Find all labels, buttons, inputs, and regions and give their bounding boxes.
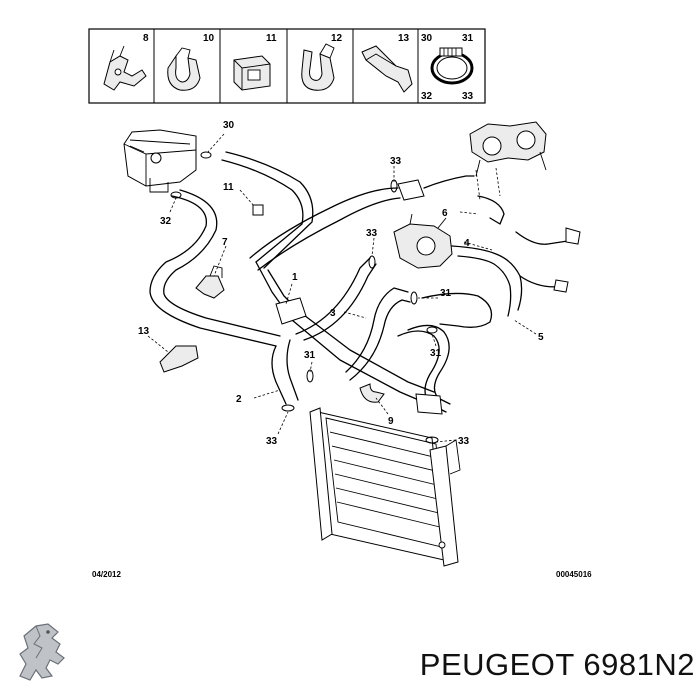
clamp-31-center bbox=[306, 369, 314, 383]
part-11 bbox=[252, 204, 264, 216]
hose-1-lower bbox=[255, 261, 429, 405]
clamp-33-bottom-right bbox=[425, 436, 439, 444]
callout-3: 3 bbox=[330, 308, 336, 319]
heater-pipe-end-lower bbox=[553, 279, 569, 293]
brand-part-number: PEUGEOT 6981N2 bbox=[419, 647, 695, 682]
callout-11: 11 bbox=[223, 182, 234, 193]
callout-32: 32 bbox=[160, 216, 172, 227]
hose-2 bbox=[271, 345, 287, 405]
bracket-13-icon bbox=[361, 45, 413, 93]
callout-31-right-top: 31 bbox=[440, 288, 452, 299]
expansion-tank bbox=[123, 129, 197, 193]
legend-number-11: 11 bbox=[266, 33, 277, 44]
hose-3 bbox=[295, 257, 371, 335]
hose-radiator-outlet bbox=[415, 393, 443, 415]
callout-4: 4 bbox=[464, 238, 470, 249]
callout-6: 6 bbox=[442, 208, 448, 219]
footer-date: 04/2012 bbox=[92, 570, 121, 579]
legend-number-33: 33 bbox=[462, 91, 474, 102]
legend-number-12: 12 bbox=[331, 33, 343, 44]
legend-cell-10: 10 bbox=[167, 33, 215, 91]
hose-31-bottom-edge bbox=[407, 324, 451, 405]
callout-31-center: 31 bbox=[304, 350, 316, 361]
callout-30: 30 bbox=[223, 120, 235, 131]
clamp-31-right-top bbox=[410, 291, 418, 305]
hose-1-upper-edge bbox=[257, 197, 401, 271]
connector-33-top bbox=[397, 179, 425, 201]
hose-31-bottom bbox=[397, 330, 447, 413]
clip-10-icon bbox=[167, 47, 201, 91]
hose-3-lower bbox=[345, 287, 409, 373]
hose-4-5 bbox=[451, 245, 523, 311]
hose-31-loop bbox=[421, 292, 493, 328]
legend-number-31: 31 bbox=[462, 33, 474, 44]
heater-pipe-end-upper bbox=[565, 227, 581, 245]
callout-9: 9 bbox=[388, 416, 394, 427]
callout-13: 13 bbox=[138, 326, 150, 337]
bracket-7 bbox=[195, 265, 225, 299]
legend-cell-8: 8 bbox=[103, 33, 149, 91]
cooling-system-drawing: 30 11 32 7 1 13 2 33 31 9 33 3 33 33 6 4… bbox=[123, 120, 581, 567]
hose-1-lower-edge bbox=[267, 269, 435, 393]
hose-30-edge bbox=[225, 151, 314, 269]
clamp-30 bbox=[200, 151, 212, 159]
hose-32-edge bbox=[163, 189, 281, 337]
hose-4-5-edge bbox=[457, 255, 512, 317]
hose-2-edge bbox=[286, 339, 299, 401]
legend-cell-11: 11 bbox=[233, 33, 277, 91]
clamp-33-bottom-left bbox=[281, 404, 295, 412]
legend-number-32: 32 bbox=[421, 91, 433, 102]
footer-reference: 00045016 bbox=[556, 570, 592, 579]
legend-number-10: 10 bbox=[203, 33, 215, 44]
hose-32 bbox=[149, 195, 277, 347]
clamp-31-right-bottom bbox=[426, 326, 438, 334]
legend-cell-13: 13 bbox=[361, 33, 413, 93]
callout-1: 1 bbox=[292, 272, 298, 283]
callout-7: 7 bbox=[222, 237, 228, 248]
callout-31-right-bottom: 31 bbox=[430, 348, 442, 359]
hose-1-junction bbox=[275, 297, 307, 325]
pipe-to-thermostat bbox=[423, 175, 475, 189]
legend-number-13: 13 bbox=[398, 33, 410, 44]
lion-logo-icon bbox=[19, 623, 65, 681]
hose-1-upper bbox=[249, 187, 399, 259]
legend-number-8: 8 bbox=[143, 33, 149, 44]
heater-pipe-upper bbox=[515, 231, 575, 245]
water-outlet-housing bbox=[393, 213, 453, 269]
parts-legend: 8 10 11 12 bbox=[88, 28, 486, 104]
hose-3-edge bbox=[303, 263, 377, 341]
leader-lines bbox=[147, 133, 537, 443]
callout-5: 5 bbox=[538, 332, 544, 343]
callout-33-middle: 33 bbox=[366, 228, 378, 239]
clamp-33-middle bbox=[368, 255, 376, 269]
thermostat-housing bbox=[469, 121, 547, 177]
bracket-13 bbox=[159, 345, 199, 373]
hose-30 bbox=[221, 159, 304, 263]
hose-clamp-icon bbox=[430, 47, 474, 85]
clip-9 bbox=[359, 383, 385, 403]
radiator bbox=[309, 407, 461, 567]
bracket-11-icon bbox=[233, 55, 271, 91]
clip-12-icon bbox=[301, 43, 335, 91]
legend-number-30: 30 bbox=[421, 33, 433, 44]
legend-cell-12: 12 bbox=[301, 33, 343, 91]
callout-33-top: 33 bbox=[390, 156, 402, 167]
hose-3-lower-edge bbox=[349, 299, 411, 381]
callout-33-bottom-left: 33 bbox=[266, 436, 278, 447]
legend-cell-hose-clamps: 30 31 32 33 bbox=[421, 33, 474, 102]
callout-labels: 30 11 32 7 1 13 2 33 31 9 33 3 33 33 6 4… bbox=[138, 120, 544, 447]
clip-8-icon bbox=[103, 45, 147, 91]
hose-6 bbox=[477, 195, 505, 225]
callout-33-bottom-right: 33 bbox=[458, 436, 470, 447]
callout-2: 2 bbox=[236, 394, 242, 405]
